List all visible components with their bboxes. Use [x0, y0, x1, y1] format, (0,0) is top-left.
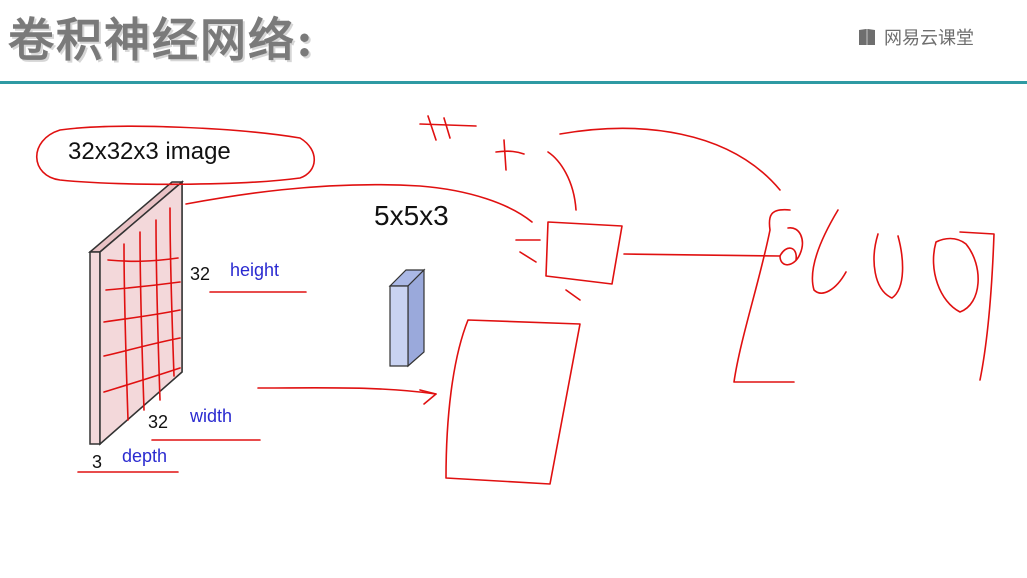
brand-name: 网易云课堂 [884, 28, 974, 49]
depth-value: 3 [92, 452, 103, 472]
image-volume [87, 180, 185, 446]
kernel-label: 5x5x3 [374, 200, 449, 231]
image-label: 32x32x3 image [68, 138, 231, 165]
brand-logo: 网易云课堂 [856, 24, 974, 50]
width-label: width [190, 406, 233, 426]
header-divider [0, 81, 1027, 84]
red-annotations [35, 115, 995, 485]
height-label: height [230, 260, 280, 280]
kernel-volume [388, 268, 426, 368]
slide-title: 卷积神经网络: [8, 13, 315, 67]
height-value: 32 [190, 264, 211, 284]
slide-header: 卷积神经网络: 网易云课堂 [0, 0, 1027, 84]
depth-label: depth [122, 446, 168, 466]
book-icon [859, 29, 875, 45]
width-value: 32 [148, 412, 169, 432]
